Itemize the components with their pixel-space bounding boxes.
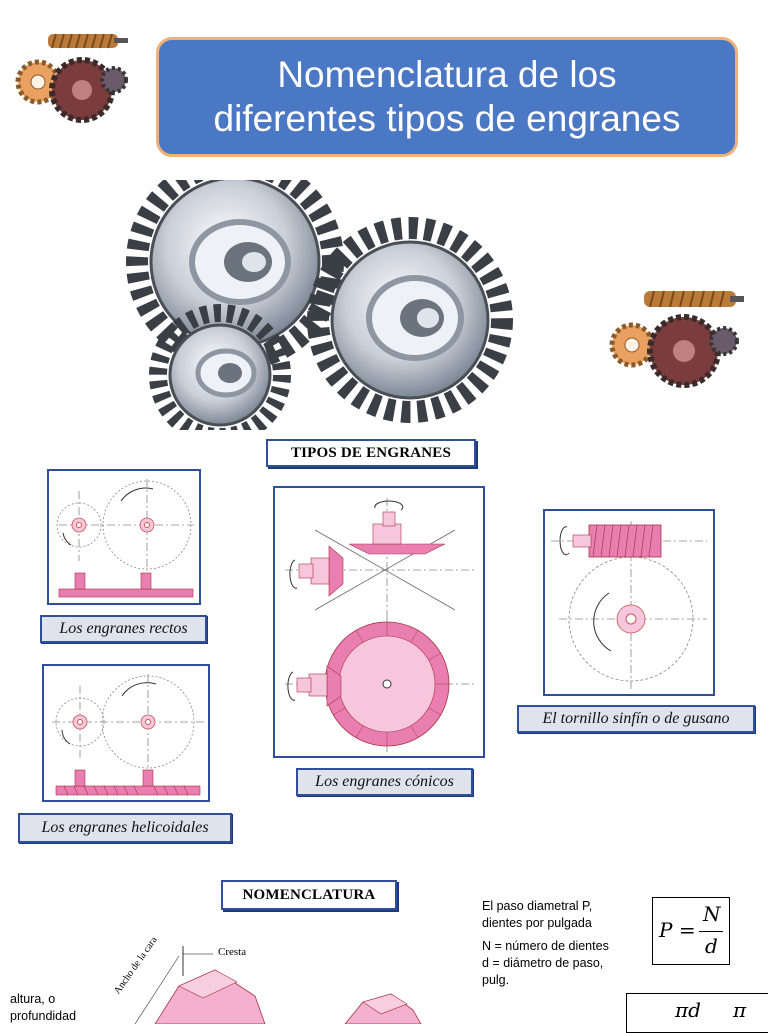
formula-fraction-bar	[699, 931, 723, 932]
worm-gear-diagram	[543, 509, 715, 696]
paso-line-2: dientes por pulgada	[482, 916, 592, 930]
formula2-pi: π	[733, 998, 747, 1022]
n-definition: N = número de dientes	[482, 939, 609, 953]
helicoidales-label: Los engranes helicoidales	[18, 813, 232, 843]
rectos-label: Los engranes rectos	[40, 615, 207, 643]
altura-note: altura, o profundidad	[10, 991, 76, 1025]
d-definition-line-1: d = diámetro de paso,	[482, 956, 604, 970]
page-title-line-2: diferentes tipos de engranes	[213, 98, 681, 139]
silver-gears-illustration	[120, 153, 520, 446]
paso-diametral-text: El paso diametral P, dientes por pulgada…	[482, 898, 609, 989]
tipos-heading-text: TIPOS DE ENGRANES	[290, 444, 452, 461]
altura-line-2: profundidad	[10, 1009, 77, 1023]
tornillo-label-text: El tornillo sinfín o de gusano	[542, 710, 730, 727]
conicos-label-text: Los engranes cónicos	[315, 773, 454, 790]
formula2-numerator: πd	[675, 998, 701, 1022]
altura-line-1: altura, o	[10, 992, 56, 1006]
tooth-nomenclature-diagram	[95, 936, 425, 1025]
nomenclatura-heading: NOMENCLATURA	[221, 880, 397, 910]
page-title-line-1: Nomenclatura de los	[277, 54, 617, 95]
formula-p-lhs: P =	[659, 918, 696, 942]
bevel-gears-diagram	[273, 486, 485, 758]
helical-gears-diagram	[42, 664, 210, 802]
gear-cluster-icon-top	[10, 28, 130, 128]
conicos-label: Los engranes cónicos	[296, 768, 473, 796]
formula-p-denominator: d	[705, 934, 718, 958]
spur-gears-diagram	[47, 469, 201, 605]
paso-line-1: El paso diametral P,	[482, 899, 593, 913]
gear-cluster-icon-right	[606, 285, 746, 395]
d-definition-line-2: pulg.	[482, 973, 510, 987]
page-title-box: Nomenclatura de los diferentes tipos de …	[156, 37, 738, 157]
formula-circular-pitch-box: πd π	[626, 993, 768, 1033]
tipos-heading: TIPOS DE ENGRANES	[266, 439, 476, 467]
nomenclatura-heading-text: NOMENCLATURA	[242, 886, 376, 903]
helicoidales-label-text: Los engranes helicoidales	[41, 819, 209, 836]
tornillo-label: El tornillo sinfín o de gusano	[517, 705, 755, 733]
cresta-label: Cresta	[218, 946, 247, 958]
rectos-label-text: Los engranes rectos	[59, 620, 188, 637]
formula-p-numerator: N	[703, 902, 721, 926]
formula-p-box: P = N d	[652, 897, 730, 965]
